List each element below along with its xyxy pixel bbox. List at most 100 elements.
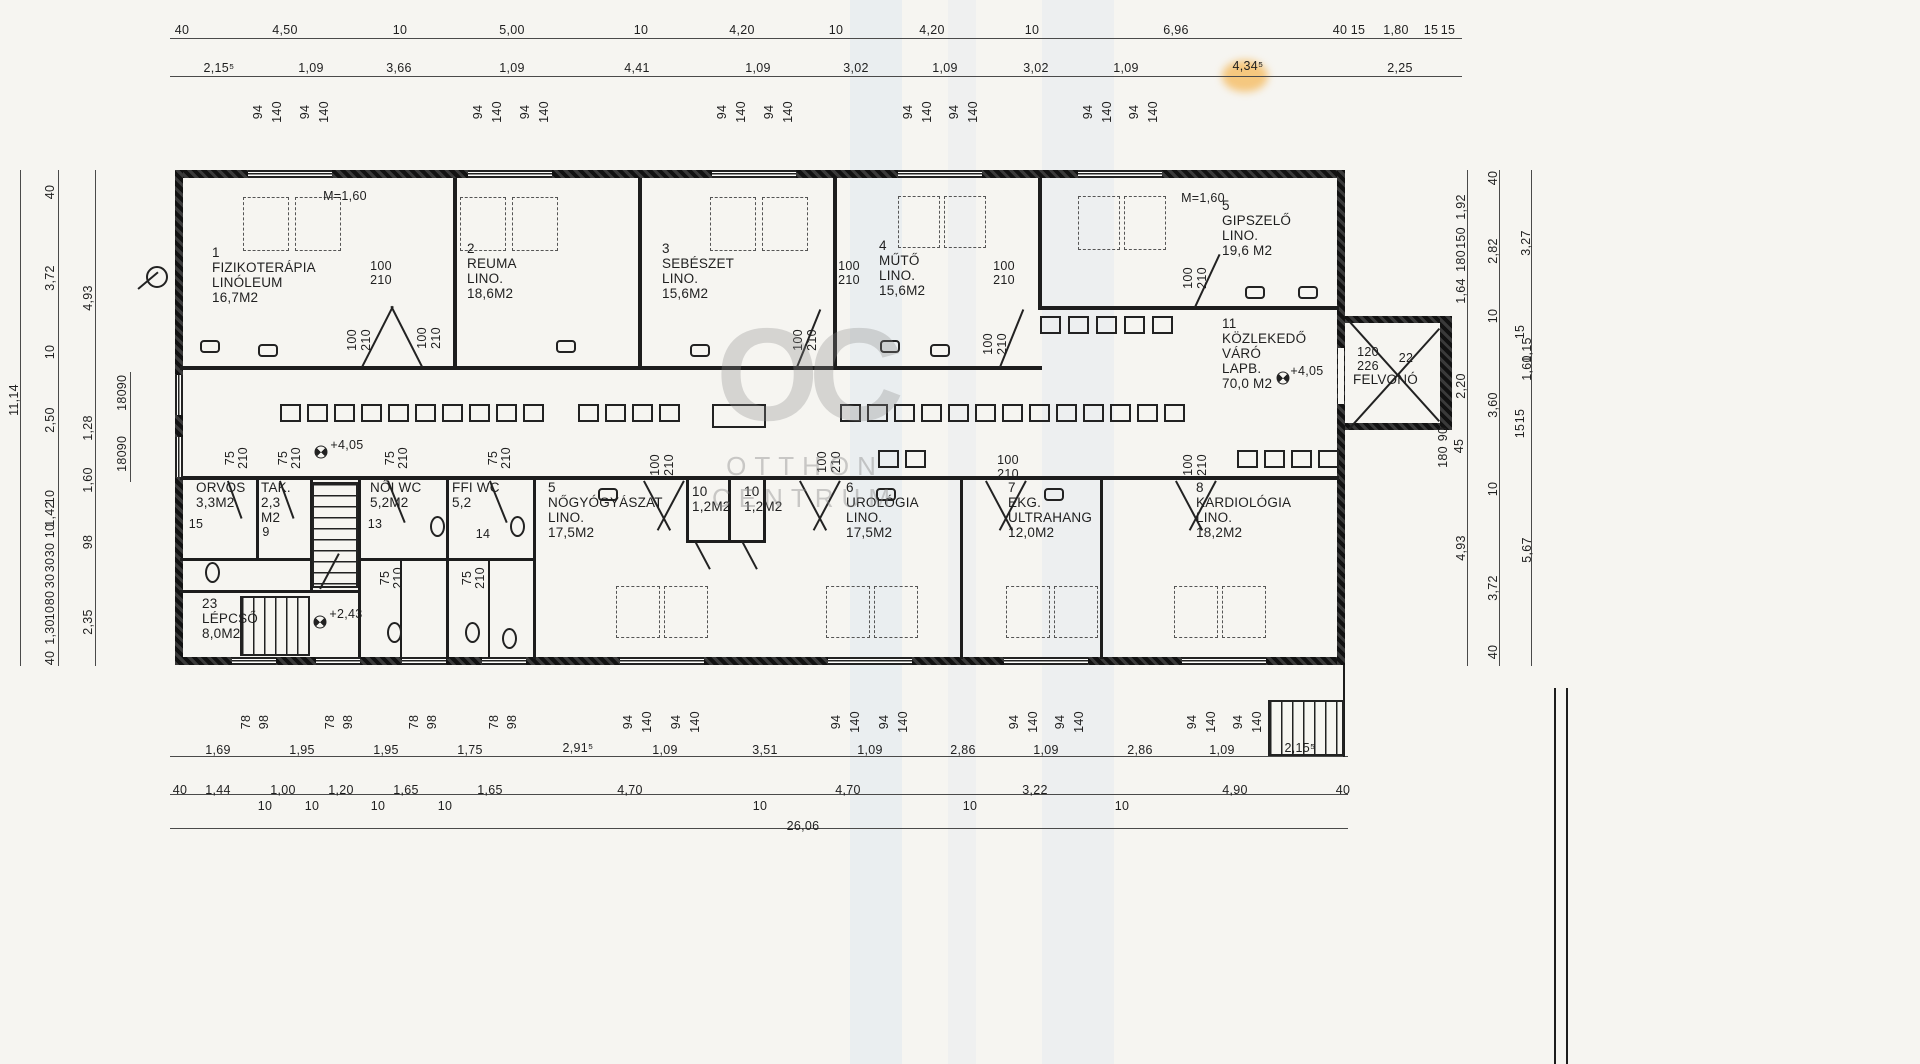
toilet-fixture bbox=[510, 516, 525, 537]
dim-label-doors: 210 bbox=[391, 567, 405, 589]
dim-label-left: 1,30 bbox=[43, 619, 57, 645]
dim-label-top_windows: 140 bbox=[966, 101, 980, 123]
waiting-chair bbox=[280, 404, 301, 422]
dim-label-top_main: 1,09 bbox=[745, 61, 771, 75]
dim-label-doors: 210 bbox=[838, 273, 860, 287]
dim-label-bottom_windows: 78 bbox=[487, 714, 501, 730]
room-label-line: EKG. bbox=[1008, 495, 1042, 510]
waiting-chair bbox=[1124, 316, 1145, 334]
room-label-line: SEBÉSZET bbox=[662, 256, 735, 271]
exam-table-dashed bbox=[664, 586, 708, 638]
exam-table-dashed bbox=[898, 196, 940, 248]
dim-label-notes: 14 bbox=[475, 527, 491, 541]
room-label-line: 1,2M2 bbox=[692, 499, 731, 514]
room-label-line: 1,2M2 bbox=[744, 499, 783, 514]
room-label-line: 4 bbox=[879, 238, 887, 253]
dim-label-bottom_main: 2,86 bbox=[1127, 743, 1153, 757]
dim-label-right: 15 bbox=[1513, 408, 1527, 424]
dim-label-top_windows: 94 bbox=[901, 104, 915, 120]
dim-label-right: 3,72 bbox=[1486, 575, 1500, 601]
dim-label-bottom_main: 40 bbox=[172, 783, 188, 797]
dim-label-doors: 210 bbox=[993, 273, 1015, 287]
room-label-line: 5 bbox=[1222, 198, 1230, 213]
dim-label-doors: 210 bbox=[359, 329, 373, 351]
interior-wall bbox=[180, 476, 1339, 480]
dim-label-top_windows: 140 bbox=[734, 101, 748, 123]
exam-table-dashed bbox=[616, 586, 660, 638]
toilet-fixture bbox=[430, 516, 445, 537]
sink-fixture bbox=[1044, 488, 1064, 501]
dim-label-bottom_main: 10 bbox=[304, 799, 320, 813]
room-label-line: 12,0M2 bbox=[1008, 525, 1055, 540]
room-label-line: UROLÓGIA bbox=[846, 495, 919, 510]
dim-label-doors: 100 bbox=[997, 453, 1019, 467]
dim-label-doors: 75 bbox=[486, 450, 500, 466]
exam-table-dashed bbox=[762, 197, 808, 251]
interior-wall bbox=[1554, 688, 1556, 1064]
dim-label-left: 3,72 bbox=[43, 265, 57, 291]
dim-label-bottom_main: 2,86 bbox=[950, 743, 976, 757]
dimension-line bbox=[170, 794, 1348, 795]
level-marker-symbol bbox=[310, 612, 330, 632]
dim-label-bottom_main: 1,44 bbox=[205, 783, 231, 797]
waiting-chair bbox=[1318, 450, 1339, 468]
dim-label-bottom_windows: 140 bbox=[848, 711, 862, 733]
dim-label-right: 3,27 bbox=[1519, 230, 1533, 256]
dim-label-bottom_main: 2,91⁵ bbox=[562, 741, 594, 755]
dim-label-doors: 100 bbox=[993, 259, 1015, 273]
interior-wall bbox=[833, 178, 837, 370]
interior-wall bbox=[400, 560, 402, 658]
dim-label-doors: 210 bbox=[429, 327, 443, 349]
dim-label-bottom_main: 2,15⁵ bbox=[1284, 741, 1316, 755]
interior-wall bbox=[763, 480, 766, 542]
window bbox=[402, 657, 446, 665]
waiting-chair bbox=[975, 404, 996, 422]
dim-label-top_main: 3,02 bbox=[1023, 61, 1049, 75]
dim-label-bottom_main: 4,70 bbox=[617, 783, 643, 797]
interior-wall bbox=[256, 480, 259, 560]
dim-label-left: 90 bbox=[115, 374, 129, 390]
dimension-line bbox=[58, 170, 59, 666]
interior-wall bbox=[638, 178, 642, 370]
waiting-chair bbox=[361, 404, 382, 422]
dim-label-bottom_main: 10 bbox=[752, 799, 768, 813]
dim-label-top_windows: 140 bbox=[317, 101, 331, 123]
dim-label-bottom_main: 1,00 bbox=[270, 783, 296, 797]
dim-label-top_main: 1,09 bbox=[499, 61, 525, 75]
dim-label-right: 3,60 bbox=[1486, 392, 1500, 418]
interior-wall bbox=[1038, 178, 1042, 310]
room-label-line: LINO. bbox=[548, 510, 585, 525]
waiting-chair bbox=[334, 404, 355, 422]
waiting-chair bbox=[469, 404, 490, 422]
dim-label-top_main: 4,20 bbox=[729, 23, 755, 37]
waiting-chair bbox=[1083, 404, 1104, 422]
dim-label-left: 10 bbox=[43, 523, 57, 539]
dim-label-left: 98 bbox=[81, 534, 95, 550]
dim-label-top_main: 10 bbox=[828, 23, 844, 37]
sink-fixture bbox=[1298, 286, 1318, 299]
dim-label-left: 30 bbox=[43, 573, 57, 589]
room-label-line: 5 bbox=[548, 480, 556, 495]
dim-label-top_windows: 94 bbox=[251, 104, 265, 120]
room-label-line: TAK. bbox=[261, 480, 291, 495]
dim-label-top_windows: 140 bbox=[920, 101, 934, 123]
dim-label-top_main: 3,02 bbox=[843, 61, 869, 75]
dimension-line bbox=[1531, 170, 1532, 666]
dim-label-left: 1,28 bbox=[81, 415, 95, 441]
dim-label-notes: +4,05 bbox=[330, 438, 364, 452]
window bbox=[828, 657, 912, 665]
interior-wall bbox=[310, 480, 313, 592]
waiting-chair bbox=[1110, 404, 1131, 422]
sink-fixture bbox=[880, 340, 900, 353]
exam-table-dashed bbox=[460, 197, 506, 251]
dim-label-notes: M=1,60 bbox=[1181, 191, 1225, 205]
dimension-line bbox=[170, 38, 1462, 39]
dim-label-doors: 210 bbox=[829, 451, 843, 473]
staircase bbox=[1268, 700, 1344, 756]
sink-fixture bbox=[930, 344, 950, 357]
outer-wall bbox=[1440, 316, 1452, 430]
room-label-line: VÁRÓ bbox=[1222, 346, 1262, 361]
